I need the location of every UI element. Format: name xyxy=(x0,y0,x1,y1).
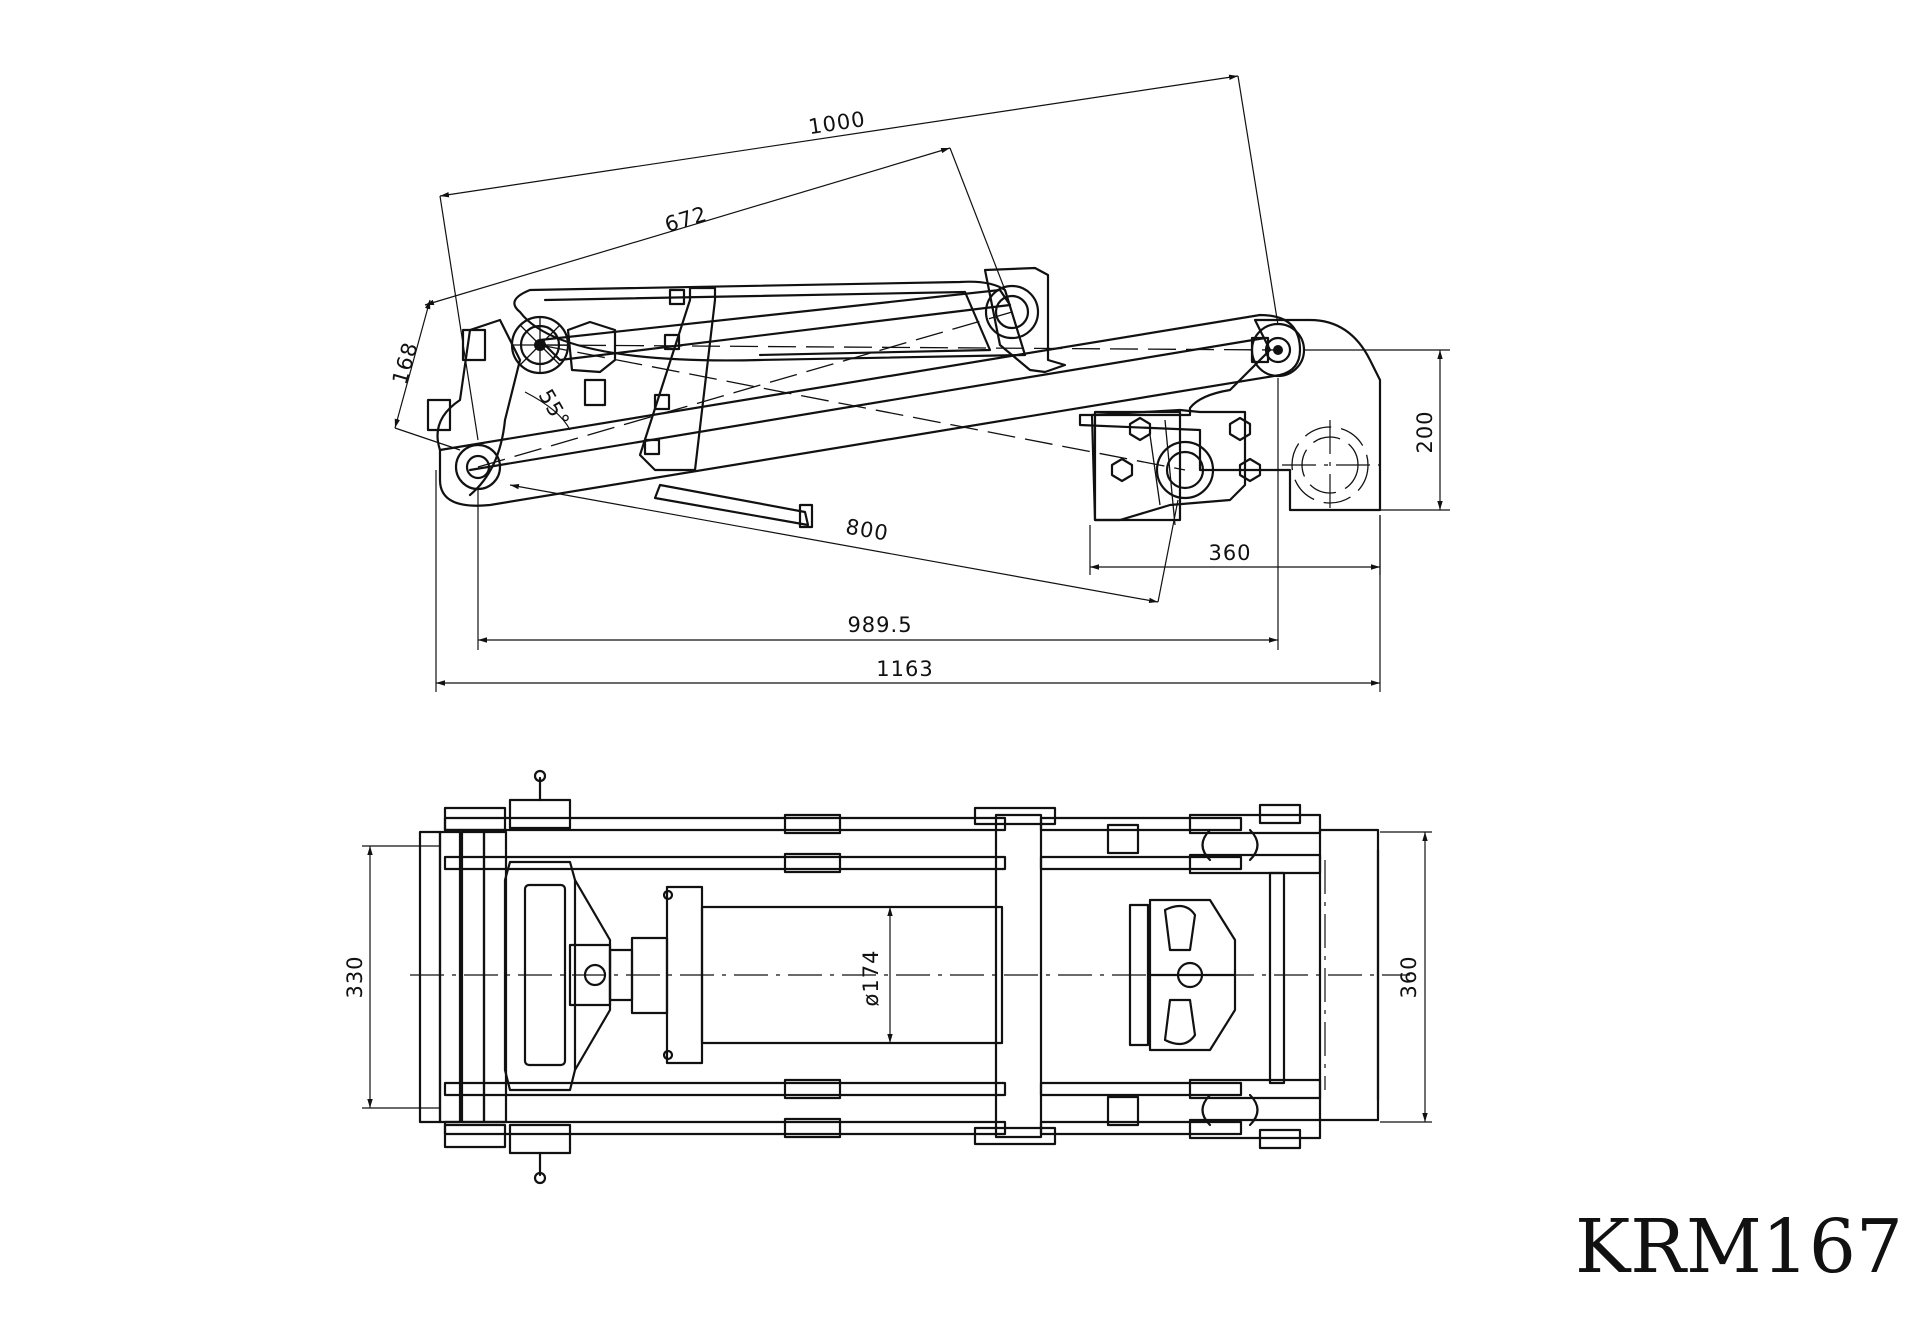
center-crossbar xyxy=(994,813,1043,1139)
dim-text-200: 200 xyxy=(1413,410,1437,453)
clevis-lug-bottom xyxy=(1163,998,1197,1046)
dim-text-672: 672 xyxy=(662,202,710,237)
dim-text-angle: 55° xyxy=(534,385,575,432)
model-label: KRM167 xyxy=(1575,1204,1903,1290)
top-pivot-inner xyxy=(994,294,1030,330)
motor-window xyxy=(523,883,567,1067)
rod-clevis xyxy=(1148,898,1237,1052)
dim-text-800: 800 xyxy=(844,515,891,546)
right-top-sheave xyxy=(1201,828,1259,862)
left-end-bar-2 xyxy=(438,830,462,1124)
rail-top-clamp-1 xyxy=(783,813,842,835)
top-pivot-bracket xyxy=(983,266,1067,374)
rail-right-top-inner xyxy=(1039,855,1243,871)
right-bottom-sheave xyxy=(1201,1093,1259,1127)
dim-text-1163: 1163 xyxy=(876,657,933,681)
rod-collar xyxy=(1128,903,1150,1047)
mount-bolt-4 xyxy=(643,438,661,456)
lower-link-inner xyxy=(468,336,1267,472)
hex-bolt-2 xyxy=(1228,416,1252,442)
bolt-cluster-bottom xyxy=(1106,1095,1140,1127)
dim-ext-800 xyxy=(1157,499,1179,603)
motor-foot xyxy=(583,378,607,407)
rail-bottom-inner xyxy=(443,1081,1007,1097)
dim-line-672 xyxy=(424,147,951,306)
lower-link xyxy=(438,313,1302,507)
dim-ext-672-right xyxy=(949,147,1006,291)
dim-text-360-top: 360 xyxy=(1397,955,1421,998)
hydraulic-cylinder xyxy=(700,905,1004,1045)
dim-text-989: 989.5 xyxy=(847,613,912,637)
dim-text-168: 168 xyxy=(388,339,423,387)
flange-bolt-1 xyxy=(662,889,674,901)
dim-text-1000: 1000 xyxy=(807,107,867,139)
right-axle xyxy=(1268,871,1286,1085)
right-bottom-hub xyxy=(1258,1128,1302,1150)
bolt-cluster-top xyxy=(1106,823,1140,855)
centerline-arm-3 xyxy=(539,344,1186,471)
dim-line-168 xyxy=(394,299,431,429)
top-pivot-outer xyxy=(984,284,1040,340)
dim-text-174: ø174 xyxy=(859,950,883,1007)
rail-top-clamp-2 xyxy=(783,852,842,874)
upper-arm-frame xyxy=(513,280,1027,362)
centerline-arm-2 xyxy=(539,344,1279,351)
mount-bolt-2 xyxy=(663,333,681,351)
right-top-plate-1 xyxy=(1188,813,1322,835)
mount-bolt-3 xyxy=(653,393,671,411)
centerline-arm-1 xyxy=(477,311,1013,468)
lower-bearing-inner xyxy=(1165,450,1205,490)
left-end-bar-1 xyxy=(418,830,442,1124)
dim-line-800 xyxy=(509,483,1159,604)
mount-plate xyxy=(638,286,717,472)
hex-bolt-3 xyxy=(1110,457,1134,483)
hex-bolt-1 xyxy=(1128,416,1152,442)
left-pivot-pin xyxy=(465,454,491,480)
grease-nipple-top-cap xyxy=(533,769,547,783)
dim-ext-168 xyxy=(394,427,461,451)
dim-text-360-side: 360 xyxy=(1208,541,1251,565)
right-base-plate xyxy=(1078,318,1382,512)
lower-bearing-outer xyxy=(1155,440,1215,500)
left-end-bar-3 xyxy=(460,830,486,1124)
rail-right-bottom-inner xyxy=(1039,1081,1243,1097)
left-hub-top xyxy=(508,798,572,830)
rail-bottom-clamp-1 xyxy=(783,1078,842,1100)
diagonal-strut xyxy=(538,288,1012,362)
rail-bottom-outer xyxy=(443,1120,1007,1136)
rail-bottom-clamp-2 xyxy=(783,1117,842,1139)
dim-line-1000 xyxy=(439,74,1239,198)
left-end-bar-4 xyxy=(482,830,508,1124)
side-view: 1000 672 168 55° 800 200 360 989.5 xyxy=(388,74,1450,692)
motor-housing xyxy=(503,860,577,1092)
upper-arm-inner xyxy=(543,290,992,357)
plate-slots xyxy=(1149,419,1176,526)
dim-ext-1000-left xyxy=(439,195,479,441)
motor-block xyxy=(566,320,617,374)
dim-text-330: 330 xyxy=(343,955,367,998)
grease-nipple-bottom-cap xyxy=(533,1171,547,1185)
rail-right-bottom-outer xyxy=(1039,1120,1243,1136)
dim-ext-1000-right xyxy=(1237,75,1279,326)
rail-top-inner xyxy=(443,855,1007,871)
right-top-hub xyxy=(1258,803,1302,825)
left-end-cap-bottom xyxy=(443,1123,507,1149)
rail-right-top-outer xyxy=(1039,816,1243,832)
hydraulic-rod xyxy=(653,483,810,527)
coupling-bore xyxy=(583,963,607,987)
crossbar-cap-bottom xyxy=(973,1126,1057,1146)
left-pivot-eye xyxy=(454,443,502,491)
hex-bolt-4 xyxy=(1238,457,1262,483)
left-hub-bottom xyxy=(508,1123,572,1155)
clevis-lug-top xyxy=(1163,904,1197,952)
flange-bolt-2 xyxy=(662,1049,674,1061)
top-view: ø174 330 xyxy=(343,769,1432,1185)
crossbar-cap-top xyxy=(973,806,1057,826)
left-end-cap-top xyxy=(443,806,507,832)
left-bracket xyxy=(436,318,522,497)
dim-angle-arc xyxy=(524,391,571,431)
